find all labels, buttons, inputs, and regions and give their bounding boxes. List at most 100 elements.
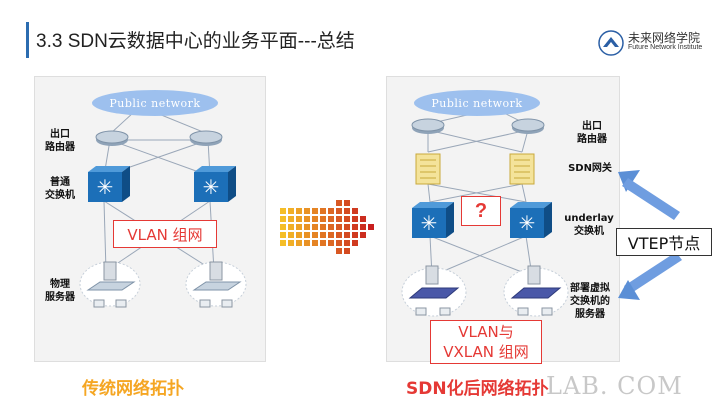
vtep-arrow-up-icon: [618, 170, 680, 220]
arrow-dot: [360, 216, 366, 222]
vswitch-server-icon: [503, 265, 569, 317]
arrow-dot: [296, 224, 302, 230]
page-title: 3.3 SDN云数据中心的业务平面---总结: [36, 31, 355, 52]
logo-name-en: Future Network Institute: [628, 44, 703, 51]
router-icon: [95, 130, 129, 146]
logo-icon: [598, 30, 624, 56]
arrow-dot: [336, 224, 342, 230]
arrow-dot: [336, 240, 342, 246]
arrow-dot: [312, 232, 318, 238]
arrow-dot: [288, 232, 294, 238]
server-cluster-icon: [79, 261, 141, 308]
vlan-vxlan-network-box: VLAN与 VXLAN 组网: [430, 320, 542, 364]
vtep-arrow-down-icon: [618, 252, 682, 300]
router-icon: [189, 130, 223, 146]
svg-text:✳: ✳: [97, 175, 114, 199]
arrow-dot: [336, 208, 342, 214]
arrow-dot: [328, 208, 334, 214]
arrow-dot: [320, 208, 326, 214]
arrow-dot: [280, 232, 286, 238]
arrow-dot: [320, 216, 326, 222]
arrow-dot: [344, 232, 350, 238]
arrow-dot: [304, 224, 310, 230]
arrow-dot: [296, 232, 302, 238]
arrow-dot: [352, 208, 358, 214]
vtep-node-label: VTEP节点: [616, 228, 712, 256]
title-accent-bar: [26, 22, 29, 58]
arrow-dot: [304, 216, 310, 222]
sdn-topology-links: ✳ ✳: [401, 111, 569, 317]
arrow-dot: [312, 224, 318, 230]
arrow-dot: [360, 232, 366, 238]
arrow-dot: [328, 216, 334, 222]
arrow-dot: [352, 240, 358, 246]
svg-text:✳: ✳: [519, 211, 536, 235]
arrow-dot: [344, 240, 350, 246]
vlan-network-box: VLAN 组网: [113, 220, 217, 248]
switch-icon: ✳: [194, 166, 236, 202]
router-icon: [511, 118, 545, 134]
arrow-dot: [344, 248, 350, 254]
switch-label: 普通 交换机: [45, 177, 75, 201]
arrow-dot: [344, 216, 350, 222]
sdn-gateway-icon: [509, 153, 535, 185]
arrow-dot: [360, 224, 366, 230]
traditional-topology-caption: 传统网络拓扑: [82, 379, 184, 399]
transition-arrow-icon: [280, 200, 374, 254]
arrow-dot: [288, 216, 294, 222]
arrow-dot: [304, 240, 310, 246]
arrow-dot: [344, 208, 350, 214]
arrow-dot: [312, 240, 318, 246]
public-network-cloud: Public network: [414, 90, 540, 116]
arrow-dot: [336, 232, 342, 238]
router-label: 出口 路由器: [577, 121, 607, 145]
traditional-topology-links: ✳ ✳: [79, 111, 247, 308]
sdn-topology-caption: SDN化后网络拓扑: [406, 379, 549, 399]
arrow-dot: [336, 216, 342, 222]
logo-name-cn: 未来网络学院: [628, 31, 701, 45]
svg-text:✳: ✳: [203, 175, 220, 199]
arrow-dot: [320, 240, 326, 246]
vtep-arrows: [618, 170, 682, 300]
underlay-switch-icon: ✳: [510, 202, 552, 238]
traditional-topology-panel: [34, 76, 266, 362]
arrow-dot: [328, 232, 334, 238]
arrow-dot: [280, 216, 286, 222]
arrow-dot: [288, 224, 294, 230]
arrow-dot: [304, 232, 310, 238]
institute-logo: 未来网络学院 Future Network Institute: [598, 28, 713, 58]
arrow-dot: [296, 216, 302, 222]
arrow-dot: [296, 208, 302, 214]
server-cluster-icon: [185, 261, 247, 308]
arrow-dot: [280, 240, 286, 246]
svg-text:✳: ✳: [421, 211, 438, 235]
arrow-dot: [320, 224, 326, 230]
arrow-dot: [352, 216, 358, 222]
vlan-vxlan-line2: VXLAN 组网: [443, 343, 529, 361]
vlan-vxlan-line1: VLAN与: [458, 323, 514, 341]
vswitch-server-label: 部署虚拟 交换机的 服务器: [570, 283, 610, 320]
arrow-dot: [312, 208, 318, 214]
sdn-gateway-icon: [415, 153, 441, 185]
arrow-dot: [352, 232, 358, 238]
watermark: LAB. COM: [546, 372, 683, 400]
arrow-dot: [288, 208, 294, 214]
arrow-dot: [344, 200, 350, 206]
router-icon: [411, 118, 445, 134]
arrow-dot: [368, 224, 374, 230]
arrow-dot: [312, 216, 318, 222]
underlay-switch-icon: ✳: [412, 202, 454, 238]
arrow-dot: [288, 240, 294, 246]
arrow-dot: [336, 200, 342, 206]
arrow-dot: [352, 224, 358, 230]
arrow-dot: [328, 240, 334, 246]
underlay-switch-label: underlay 交换机: [564, 213, 614, 237]
arrow-dot: [280, 224, 286, 230]
server-label: 物理 服务器: [45, 279, 75, 303]
question-mark-box: ?: [461, 196, 501, 226]
arrow-dot: [336, 248, 342, 254]
arrow-dot: [344, 224, 350, 230]
public-network-cloud: Public network: [92, 90, 218, 116]
arrow-dot: [328, 224, 334, 230]
sdn-gateway-label: SDN网关: [568, 163, 612, 174]
